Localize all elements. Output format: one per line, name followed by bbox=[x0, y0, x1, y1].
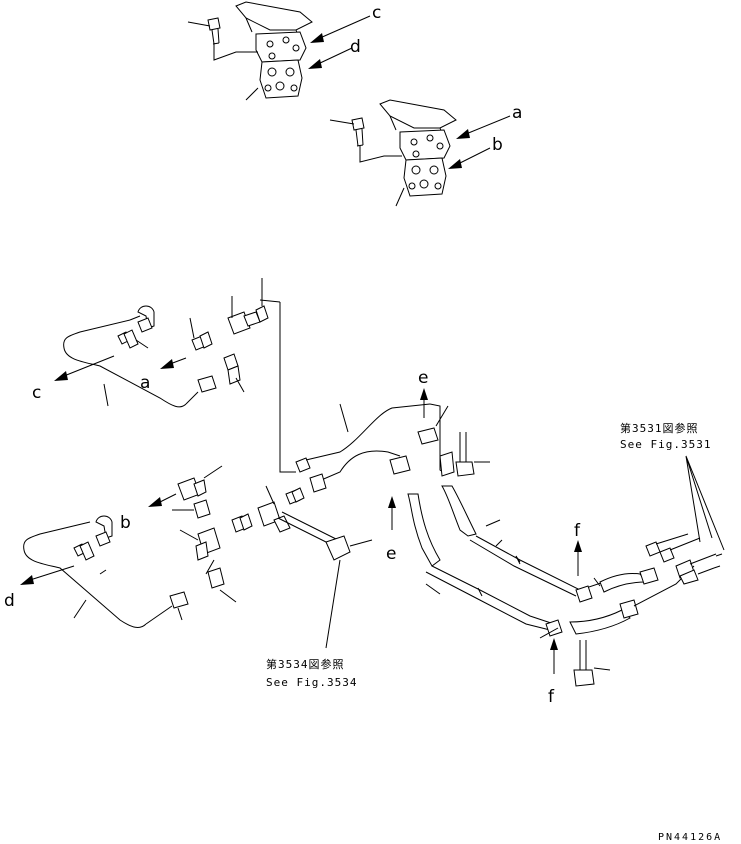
callout-e-lower: e bbox=[386, 544, 396, 564]
callout-e-upper: e bbox=[418, 368, 428, 388]
fittings-group-upper: a c bbox=[32, 278, 296, 473]
drawing-code: PN44126A bbox=[658, 832, 722, 843]
callout-f-upper: f bbox=[574, 521, 581, 541]
ref-fig3531-en: See Fig.3531 bbox=[620, 438, 711, 451]
callout-b-top: b bbox=[492, 135, 503, 155]
callout-f-lower: f bbox=[548, 687, 555, 707]
brake-valve-upper bbox=[187, 1, 313, 101]
brake-valve-lower bbox=[329, 99, 457, 207]
ref-fig3531-jp: 第3531図参照 bbox=[620, 421, 699, 435]
ref-fig3534-jp: 第3534図参照 bbox=[266, 657, 345, 671]
top-callouts: c d a b bbox=[308, 3, 522, 169]
brake-piping: e e f f bbox=[277, 368, 725, 707]
callout-b-mid: b bbox=[120, 513, 131, 533]
ref-fig3534-en: See Fig.3534 bbox=[266, 676, 357, 689]
callout-c-mid: c bbox=[32, 383, 41, 403]
callout-d-top: d bbox=[350, 37, 361, 57]
callout-a-mid: a bbox=[140, 373, 150, 393]
callout-c-top: c bbox=[372, 3, 381, 23]
callout-d-mid: d bbox=[4, 591, 15, 611]
callout-a-top: a bbox=[512, 103, 522, 123]
fittings-group-lower: b d bbox=[4, 457, 311, 628]
